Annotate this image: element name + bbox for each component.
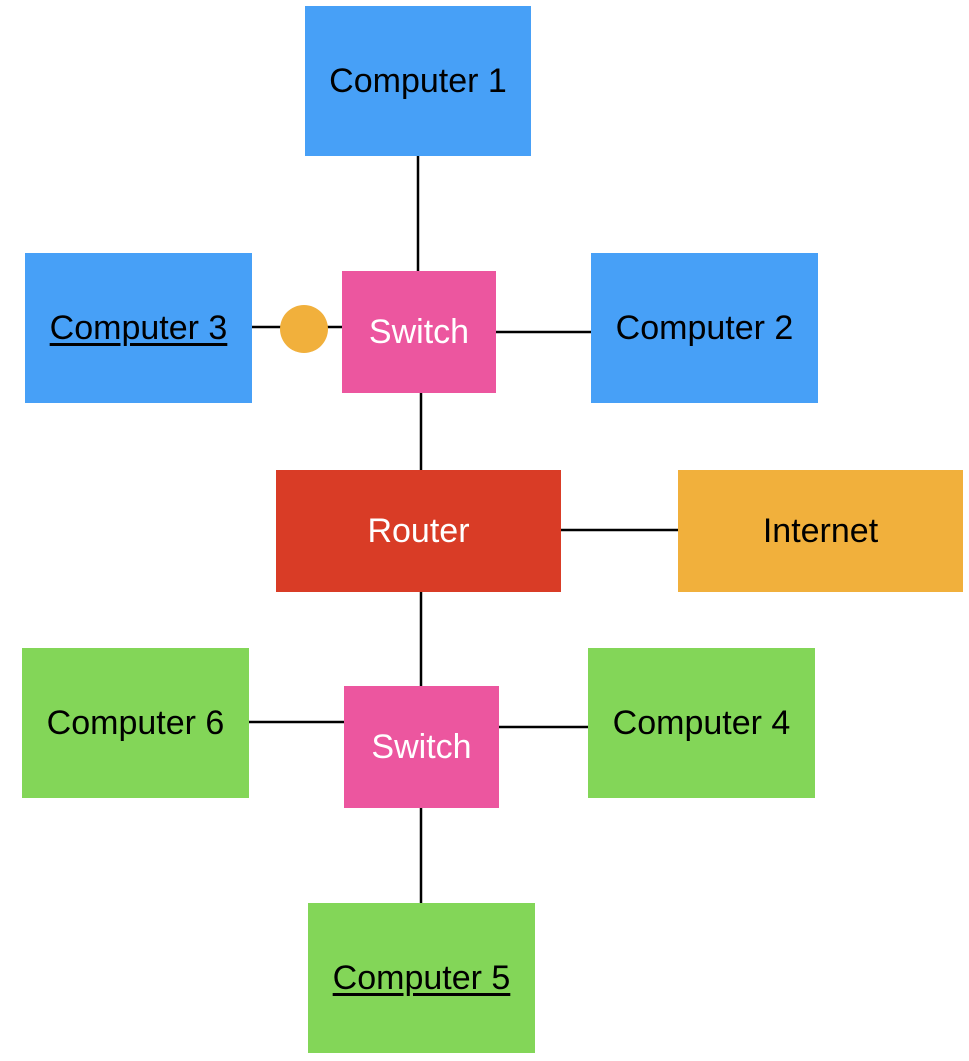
switch-top-node[interactable]: Switch <box>342 271 496 393</box>
computer-1-node[interactable]: Computer 1 <box>305 6 531 156</box>
computer-4-label: Computer 4 <box>612 703 791 742</box>
computer-3-node[interactable]: Computer 3 <box>25 253 252 403</box>
computer-2-label: Computer 2 <box>615 308 794 347</box>
computer-3-label: Computer 3 <box>49 308 228 347</box>
internet-label: Internet <box>762 511 879 550</box>
computer-2-node[interactable]: Computer 2 <box>591 253 818 403</box>
internet-node[interactable]: Internet <box>678 470 963 592</box>
computer-4-node[interactable]: Computer 4 <box>588 648 815 798</box>
switch-top-label: Switch <box>368 312 470 351</box>
switch-bottom-label: Switch <box>371 727 472 766</box>
computer-1-label: Computer 1 <box>329 61 507 100</box>
computer-6-node[interactable]: Computer 6 <box>22 648 249 798</box>
router-label: Router <box>367 511 470 550</box>
switch-bottom-node[interactable]: Switch <box>344 686 499 808</box>
connection-port-dot[interactable] <box>280 305 328 353</box>
computer-5-node[interactable]: Computer 5 <box>308 903 535 1053</box>
computer-6-label: Computer 6 <box>46 703 225 742</box>
router-node[interactable]: Router <box>276 470 561 592</box>
computer-5-label: Computer 5 <box>332 958 511 997</box>
